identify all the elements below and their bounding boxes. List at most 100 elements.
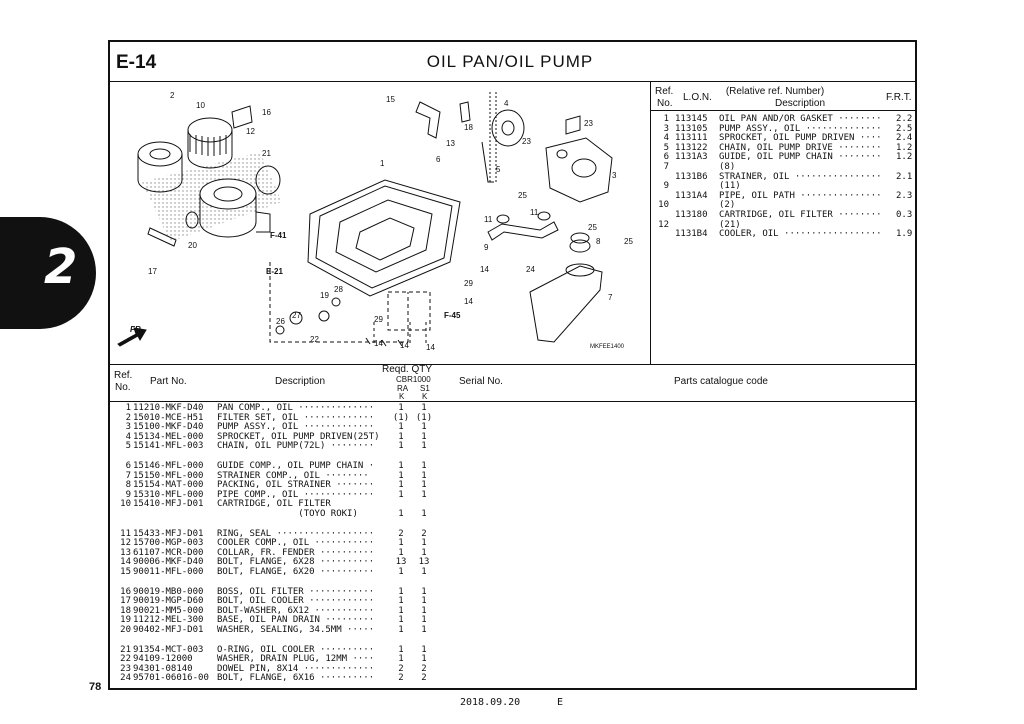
parts-row-ref: 1 xyxy=(125,403,131,413)
parts-row-description: BOLT, FLANGE, 6X16 ·········· xyxy=(217,673,375,684)
parts-row-description: PUMP ASSY., OIL ············· xyxy=(217,422,375,433)
ref-row-ref: 10 xyxy=(658,200,669,211)
svg-text:29: 29 xyxy=(464,279,473,288)
ref-row: 9 (11) xyxy=(651,181,916,191)
parts-row-qty-ra: 1 xyxy=(398,596,404,607)
parts-row-part-no: 61107-MCR-D00 xyxy=(133,547,204,558)
svg-text:F-45: F-45 xyxy=(444,311,461,320)
ref-row-ref: 3 xyxy=(663,123,669,134)
ref-row-description: (11) xyxy=(719,181,741,192)
parts-row-qty-ra: 1 xyxy=(398,403,404,413)
svg-text:12: 12 xyxy=(246,127,255,136)
ref-row-lon: 113180 xyxy=(675,210,708,220)
parts-row-description: CHAIN, OIL PUMP(72L) ········ xyxy=(217,441,375,452)
diagram-divider xyxy=(650,81,651,364)
parts-row-ref: 8 xyxy=(125,480,131,491)
svg-text:29: 29 xyxy=(374,315,383,324)
ref-header-ref: Ref. xyxy=(655,86,674,97)
parts-row-qty-ra: 1 xyxy=(398,422,404,433)
parts-row-qty-s1: 1 xyxy=(421,431,427,442)
ref-row-lon: 113145 xyxy=(675,114,708,124)
ref-row-frt: 2.1 xyxy=(896,171,913,182)
svg-text:27: 27 xyxy=(292,311,301,320)
svg-text:26: 26 xyxy=(276,317,285,326)
parts-row-part-no: 15146-MFL-000 xyxy=(133,461,204,471)
parts-row-part-no: 90006-MKF-D40 xyxy=(133,557,204,568)
parts-row-part-no: 90019-MB0-000 xyxy=(133,586,204,597)
parts-row-qty-s1: 13 xyxy=(418,557,430,568)
ref-row-ref: 4 xyxy=(663,133,669,144)
parts-row-description: GUIDE COMP., OIL PUMP CHAIN · xyxy=(217,461,375,471)
svg-text:17: 17 xyxy=(148,267,157,276)
parts-row-description: WASHER, SEALING, 34.5MM ····· xyxy=(217,625,375,635)
parts-row-qty-ra: 1 xyxy=(398,441,404,452)
parts-row-description: WASHER, DRAIN PLUG, 12MM ···· xyxy=(217,654,375,665)
svg-text:15: 15 xyxy=(386,95,395,104)
ref-header-frt: F.R.T. xyxy=(886,92,912,103)
ref-row-lon: 1131B6 xyxy=(675,171,708,182)
parts-row-qty-s1: 1 xyxy=(421,567,427,577)
parts-row-qty-ra: 1 xyxy=(398,461,404,471)
parts-row-description: FILTER SET, OIL ············· xyxy=(217,412,375,423)
parts-row-qty-s1: 1 xyxy=(421,422,427,433)
parts-row-qty-ra: 13 xyxy=(395,557,407,568)
parts-row-description: BOLT, OIL COOLER ············ xyxy=(217,596,375,607)
title-divider xyxy=(109,81,916,82)
svg-text:5: 5 xyxy=(496,165,501,174)
svg-text:23: 23 xyxy=(584,119,593,128)
svg-text:4: 4 xyxy=(504,99,509,108)
ref-row-ref: 9 xyxy=(663,181,669,192)
parts-row-ref: 17 xyxy=(120,596,131,607)
parts-row-part-no: 91354-MCT-003 xyxy=(133,644,204,655)
parts-row-part-no: 95701-06016-00 xyxy=(133,673,209,684)
footer-language: E xyxy=(557,697,564,708)
parts-row-qty-s1: 1 xyxy=(421,547,427,558)
ref-header-no: No. xyxy=(657,98,673,109)
ref-row-description: CHAIN, OIL PUMP DRIVE ········ xyxy=(719,142,882,153)
parts-row-ref: 6 xyxy=(125,461,131,471)
parts-row-qty-ra: 1 xyxy=(398,470,404,481)
parts-row-qty-ra: 1 xyxy=(398,605,404,616)
ref-row-description: SPROCKET, OIL PUMP DRIVEN ···· xyxy=(719,133,882,144)
parts-row-qty-s1: 1 xyxy=(421,596,427,607)
ref-row-description: COOLER, OIL ·················· xyxy=(719,229,882,240)
parts-row-description: BOSS, OIL FILTER ············ xyxy=(217,586,375,597)
parts-header-no: No. xyxy=(115,382,131,393)
parts-row-part-no: 15410-MFJ-D01 xyxy=(133,499,204,510)
parts-row-qty-s1: 1 xyxy=(421,441,427,452)
parts-row-description: PAN COMP., OIL ·············· xyxy=(217,403,375,413)
page-frame xyxy=(108,40,917,690)
parts-row-qty-ra: 1 xyxy=(398,615,404,626)
ref-row-lon: 113105 xyxy=(675,123,708,134)
svg-text:13: 13 xyxy=(446,139,455,148)
parts-row-description: PIPE COMP., OIL ············· xyxy=(217,489,375,500)
svg-text:FR.: FR. xyxy=(130,325,143,334)
parts-row-qty-s1: 1 xyxy=(421,644,427,655)
parts-row-ref: 7 xyxy=(125,470,131,481)
parts-row-qty-ra: 1 xyxy=(398,538,404,549)
parts-header-k2: K xyxy=(422,392,428,401)
svg-text:14: 14 xyxy=(480,265,489,274)
ref-row-frt: 2.5 xyxy=(896,123,913,134)
parts-row-ref: 4 xyxy=(125,431,131,442)
ref-row-description: (8) xyxy=(719,162,736,172)
exploded-diagram: 2 10 16 12 21 F-41 E-21 17 20 15 18 4 13… xyxy=(117,91,633,352)
parts-header-model: CBR1000 xyxy=(396,375,431,384)
parts-row-qty-s1: 1 xyxy=(421,625,427,635)
svg-text:3: 3 xyxy=(612,171,617,180)
